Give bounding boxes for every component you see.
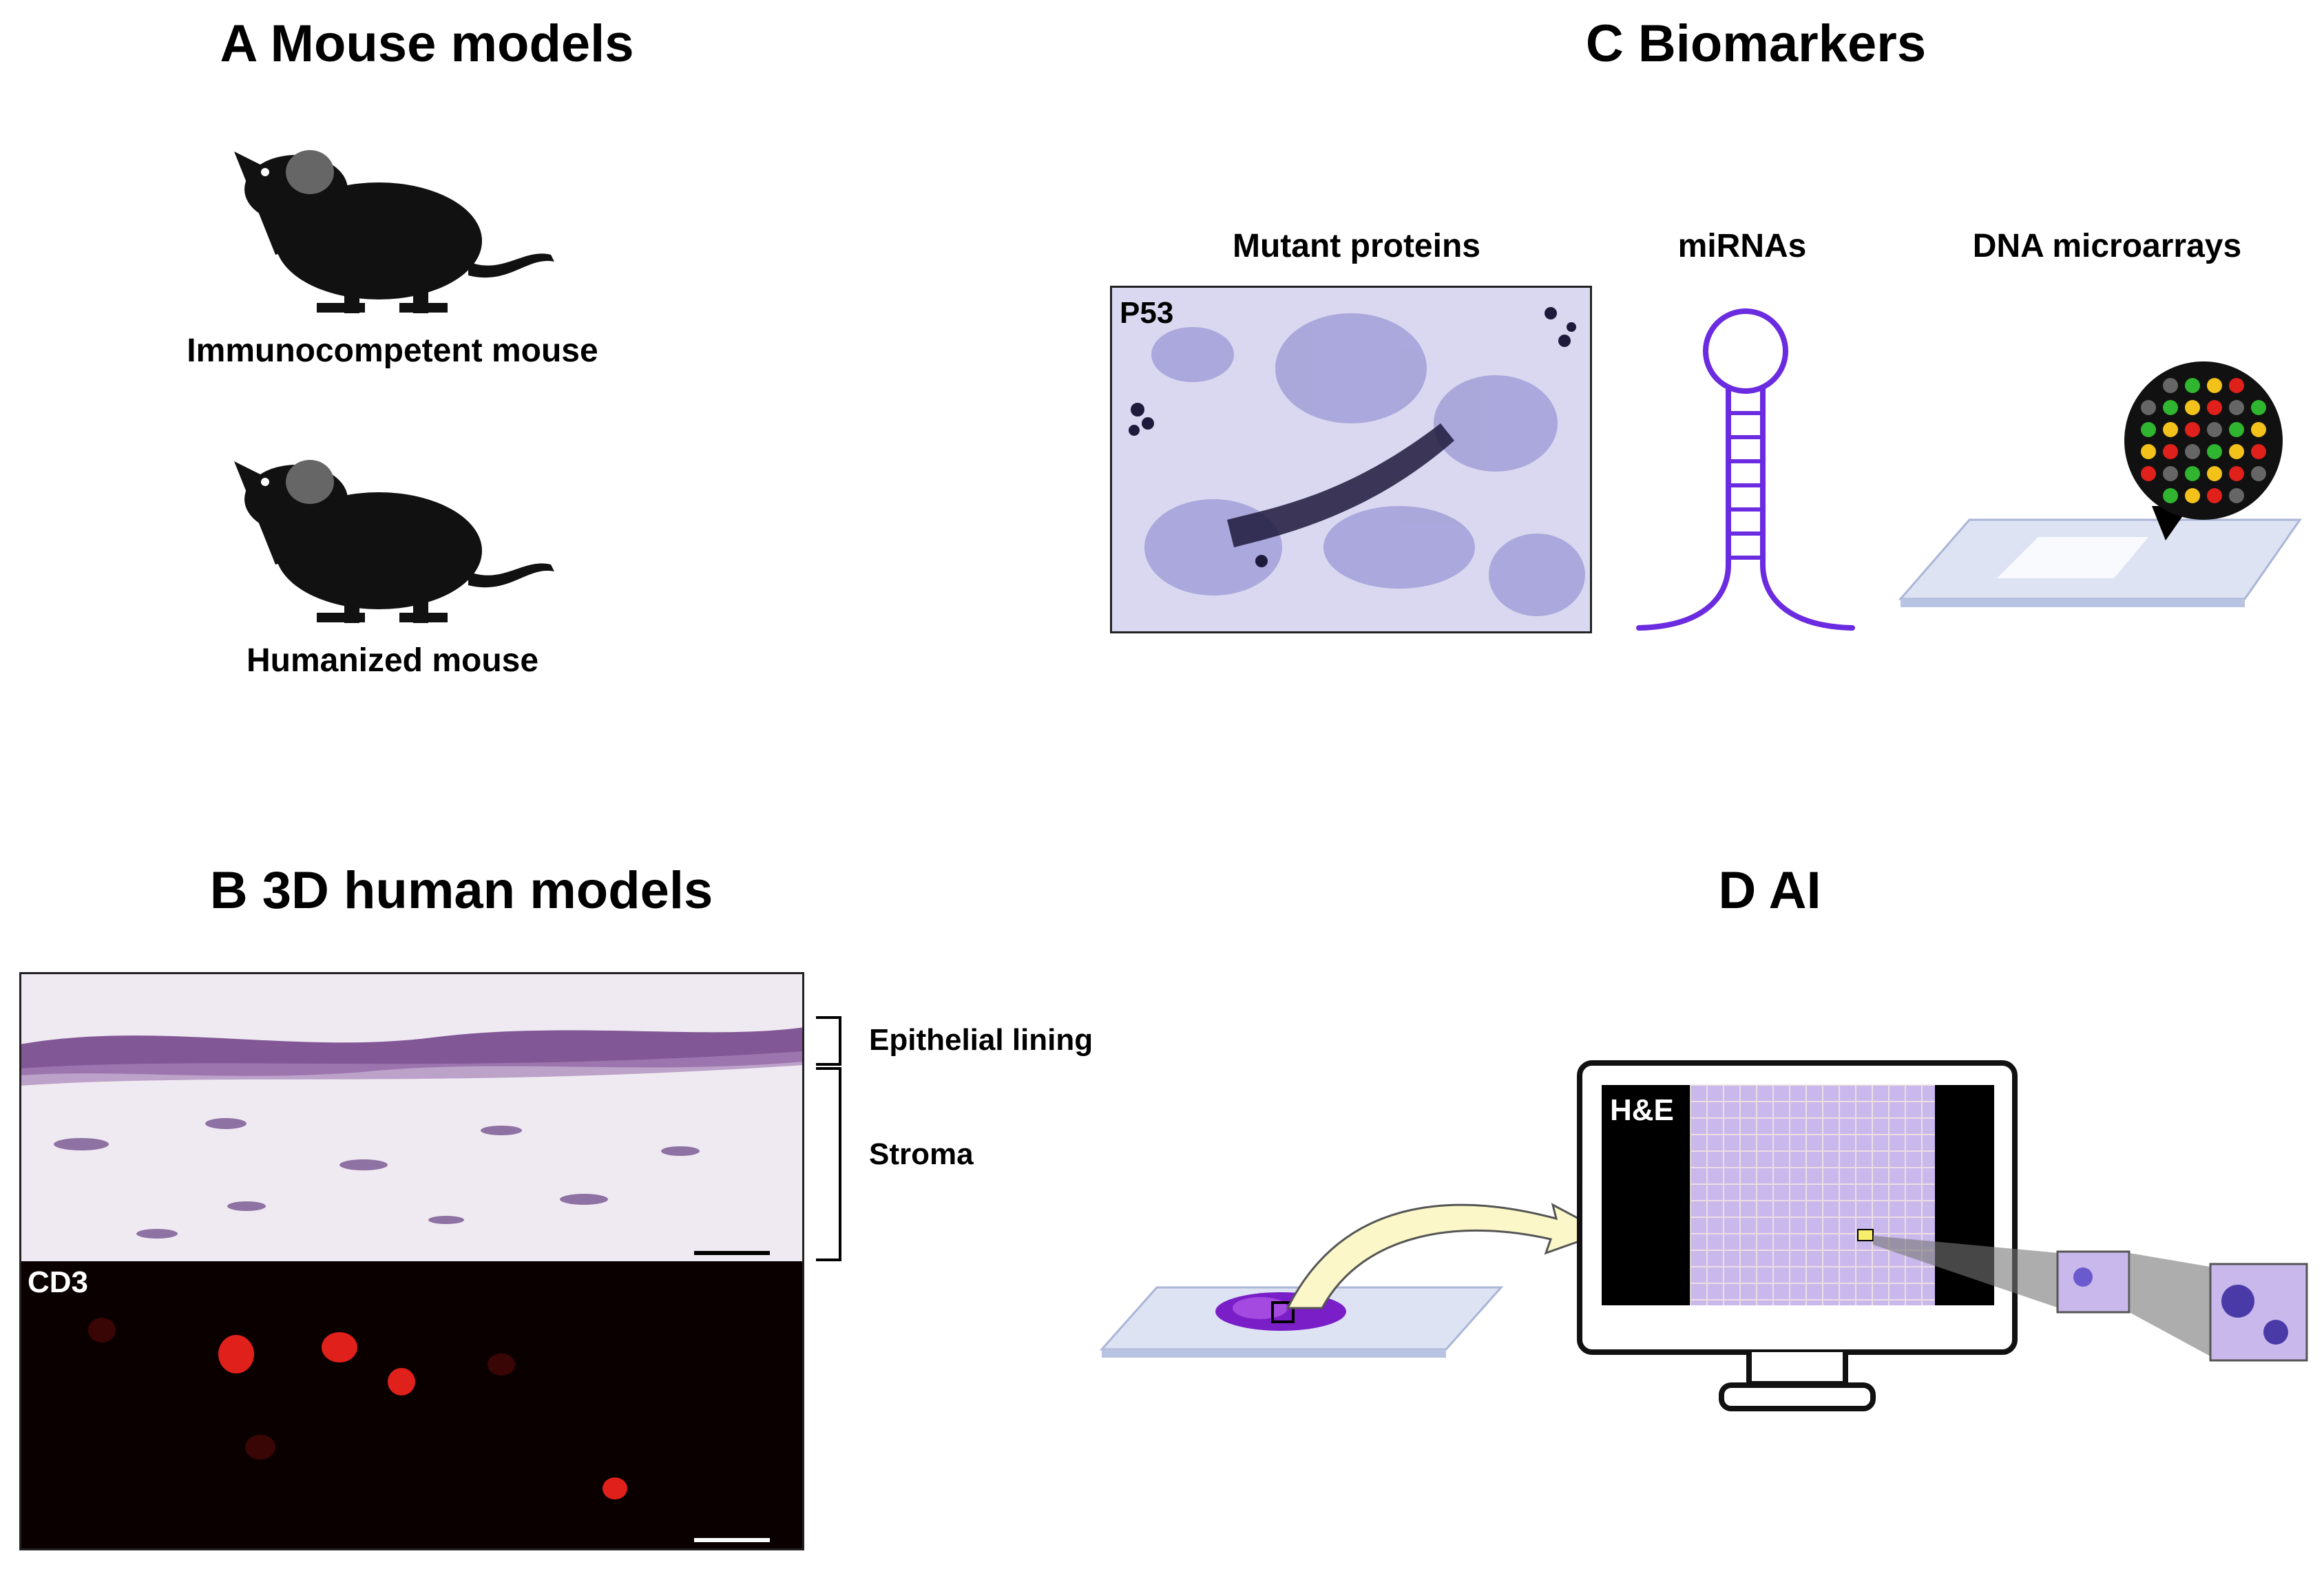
microarray-spot [2207,400,2222,415]
microarray-slide-icon [1898,361,2302,607]
microarray-spot [2207,422,2222,437]
zoom-projection [1873,1236,2308,1362]
mutant-proteins-label: Mutant proteins [1233,228,1480,264]
microarray-spot [2141,444,2156,459]
arrow-to-monitor [1286,1203,1607,1309]
mouse1-label: Immunocompetent mouse [187,333,598,369]
p53-stained-tissue-image [1110,286,1592,633]
microarray-spot [2207,378,2222,393]
microarray-spot [2185,422,2200,437]
microarray-spot [2185,488,2200,503]
mouse-silhouette-icon [234,150,554,313]
microarray-spot [2185,400,2200,415]
mirnas-label: miRNAs [1677,228,1807,264]
microarray-spot [2185,466,2200,481]
microarray-spot [2163,400,2178,415]
cd3-label: CD3 [28,1265,89,1299]
microarray-spot [2141,400,2156,415]
microarray-spot [2229,466,2244,481]
microarray-spot [2229,422,2244,437]
microarray-spot [2229,400,2244,415]
microarray-spot [2207,444,2222,459]
mouse2-label: Humanized mouse [246,642,539,679]
microarray-spot [2229,488,2244,503]
microarray-spot [2229,444,2244,459]
microarray-spot [2141,466,2156,481]
microarray-spot [2163,466,2178,481]
microarray-spot [2251,400,2266,415]
he-label: H&E [1610,1093,1674,1127]
epithelial-label: Epithelial lining [869,1023,1093,1057]
microarray-spot [2163,378,2178,393]
stroma-label: Stroma [869,1137,974,1171]
microarray-spot [2229,378,2244,393]
microarray-spot [2185,378,2200,393]
microarray-spot [2251,466,2266,481]
microarray-spot [2163,488,2178,503]
histology-frame [19,972,804,1550]
panel-b-title: B 3D human models [209,861,713,920]
panel-c-title: C Biomarkers [1585,14,1927,73]
microarray-spot [2251,444,2266,459]
dna-microarrays-label: DNA microarrays [1972,228,2242,264]
microarray-spot [2163,422,2178,437]
tissue-histology-image [19,972,804,1261]
mirna-hairpin-icon [1636,308,1855,631]
microarray-spot [2163,444,2178,459]
microarray-spot [2185,444,2200,459]
microarray-spot [2207,488,2222,503]
microarray-spot [2141,422,2156,437]
mouse-silhouette-icon [234,460,554,623]
microarray-spot [2207,466,2222,481]
panel-a-title: A Mouse models [220,14,634,73]
monitor-icon [1577,1060,2018,1411]
microarray-spot [2251,422,2266,437]
panel-d-title: D AI [1718,861,1821,920]
p53-label: P53 [1120,296,1174,330]
cd3-fluorescence-image [19,1261,804,1550]
tissue-brackets [816,1016,841,1261]
